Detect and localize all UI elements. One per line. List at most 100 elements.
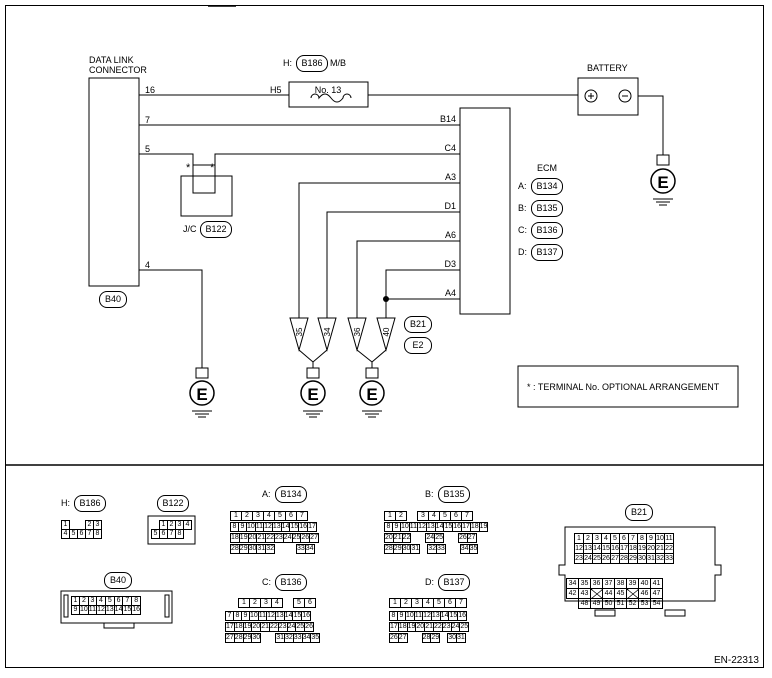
b135-grid-r3-pin: [451, 534, 459, 543]
b137-grid-r4-pin: [440, 634, 448, 643]
b135-grid-r4-pin: 29: [392, 544, 403, 554]
b21-grid-bottom-pin: [626, 588, 639, 599]
b134-grid-r3-pin: 20: [247, 533, 258, 543]
b21-grid-top-pin: 8: [637, 533, 647, 544]
b21-grid-top-pin: 20: [646, 543, 656, 554]
bottom-a-prefix: A:: [262, 489, 271, 499]
b40-grid-pin: 15: [122, 605, 133, 615]
joint-pin-40: [376, 317, 396, 352]
b21-grid-top-pin: 29: [628, 553, 638, 564]
b135-grid-r2-pin: 10: [400, 522, 410, 532]
b136-grid-r4-pin: 30: [251, 633, 262, 643]
b135-grid-r3-pin: 26: [457, 533, 468, 543]
b21-grid-bottom-pin: 46: [638, 588, 651, 599]
joint-pin-36: [347, 317, 367, 352]
b134-grid-r3-pin: 27: [309, 533, 319, 543]
b21-grid-bottom-pin: 35: [578, 578, 591, 589]
b134-grid-r3-pin: 24: [282, 533, 293, 543]
b137-grid-r3-pin: 18: [397, 622, 408, 632]
battery-plus: [584, 89, 598, 103]
b137-grid-r2-pin: 10: [405, 611, 415, 621]
b21-grid-top-pin: 5: [610, 533, 620, 544]
b21-grid-top-pin: 30: [637, 553, 647, 564]
dlc-label-line2: CONNECTOR: [89, 65, 147, 75]
ground-label-dlc: E: [196, 385, 207, 404]
b136-grid-r3-pin: 25: [295, 622, 306, 632]
b136-grid-r4-pin: 32: [283, 633, 294, 643]
b137-grid-r2-pin: 12: [422, 611, 432, 621]
b186-grid-pin: 8: [93, 529, 102, 539]
b135-grid-r1-pin: 3: [417, 511, 429, 521]
b136-grid-r1-pin: 3: [260, 598, 272, 608]
b134-grid-r4-pin: 31: [256, 544, 267, 554]
b137-grid-r2-pin: 11: [413, 611, 424, 621]
ecm-terminal-d1: D1: [444, 201, 456, 211]
b136-grid-r4-pin: 27: [225, 633, 235, 643]
bottom-b137-badge: B137: [438, 574, 470, 591]
junction-dot: [383, 296, 389, 302]
jc-prefix: J/C: [183, 224, 197, 234]
b135-grid-r2-pin: 18: [469, 522, 480, 532]
b135-grid-r4-pin: 34: [459, 544, 470, 554]
b134-grid-r4-pin: 33: [295, 544, 306, 554]
b134-grid-pin: 4: [263, 511, 275, 521]
ecm-terminal-c4: C4: [444, 143, 456, 153]
b21-grid-top-pin: 32: [655, 553, 665, 564]
b122-grid-pin: 4: [183, 520, 192, 530]
b134-grid-r2-pin: 12: [263, 522, 273, 532]
joint-connector-b21: B21: [404, 316, 432, 333]
b21-grid-bottom-pin: 51: [614, 598, 627, 609]
b135-grid-r4-pin: 28: [384, 544, 394, 554]
b40-grid-pin: 10: [79, 605, 89, 615]
b136-grid-r1-pin: [283, 599, 294, 608]
b136-grid-r3-pin: 20: [251, 622, 262, 632]
b21-grid-bottom-pin: [590, 588, 603, 599]
ecm-conn-c-prefix: C:: [518, 225, 527, 235]
b21-grid-top-pin: 13: [583, 543, 593, 554]
ecm-conn-a-prefix: A:: [518, 181, 527, 191]
dlc-pin-5: 5: [145, 144, 150, 154]
b40-grid-pin: 9: [71, 605, 80, 615]
b135-grid-r2-pin: 19: [478, 522, 489, 532]
b137-grid-r4-pin: 26: [389, 633, 399, 643]
b136-grid-r2-pin: 16: [301, 611, 312, 621]
b21-grid-bottom-pin: 38: [614, 578, 627, 589]
b21-grid-top-pin: 7: [628, 533, 638, 544]
b137-grid-r3-pin: 17: [389, 622, 399, 632]
b186-grid-pin: [78, 521, 86, 530]
b134-grid-pin: 7: [296, 511, 308, 521]
b134-grid-r3-pin: 25: [291, 533, 302, 543]
jc-inner: [192, 164, 216, 194]
fuse-box: [288, 81, 369, 108]
b134-grid-pin: 3: [252, 511, 264, 521]
fuse-header-suffix: M/B: [330, 58, 347, 68]
bottom-b40-badge: B40: [104, 572, 132, 589]
joint-pin-34: [317, 317, 337, 352]
b40-grid-pin: 14: [113, 605, 124, 615]
b21-grid-bottom-pin: 36: [590, 578, 603, 589]
b136-grid-r2-pin: 15: [292, 611, 303, 621]
b186-grid-pin: 7: [85, 529, 94, 539]
b122-grid-pin: 5: [151, 529, 160, 539]
b134-grid-pin: 1: [230, 511, 242, 521]
b136-grid-r1-pin: 6: [304, 598, 316, 608]
b21-grid-top-pin: 23: [574, 553, 584, 564]
b21-outline: [558, 526, 722, 602]
b134-grid-r3-pin: 26: [300, 533, 311, 543]
b137-grid-r2-pin: 9: [397, 611, 406, 621]
note-box: [517, 365, 739, 408]
battery-minus: [618, 89, 632, 103]
b21-grid-bottom-pin: 49: [590, 598, 603, 609]
b134-grid-r4-pin: 34: [304, 544, 315, 554]
b186-grid-pin: 6: [77, 529, 86, 539]
b122-outline: [147, 515, 196, 545]
wire-d1: [326, 211, 460, 318]
b21-grid-top-pin: 11: [664, 533, 674, 544]
